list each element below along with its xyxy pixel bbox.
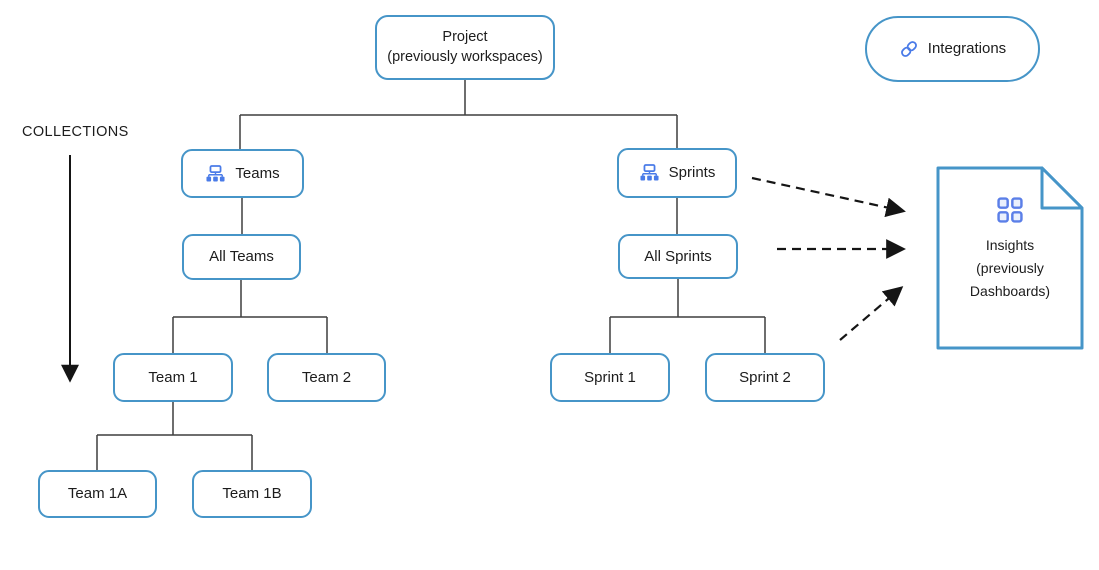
node-teams: Teams — [181, 149, 304, 198]
dashed-arrow-sprint2-insights — [839, 286, 904, 341]
node-teams-label: Teams — [235, 164, 280, 182]
connector-project-children — [239, 80, 678, 149]
node-team-2: Team 2 — [267, 353, 386, 402]
node-integrations-label: Integrations — [927, 40, 1007, 57]
node-team-1-label: Team 1 — [148, 368, 198, 386]
node-team-1: Team 1 — [113, 353, 233, 402]
dashed-arrow-sprints-insights — [751, 176, 906, 218]
node-insights-label: Insights — [985, 237, 1035, 253]
org-chart-icon — [639, 164, 660, 182]
node-team-1a-label: Team 1A — [67, 485, 128, 502]
node-sprint-2-label: Sprint 2 — [739, 368, 791, 386]
link-icon — [899, 39, 919, 59]
node-all-teams-label: All Teams — [209, 248, 274, 265]
node-insights-sublabel-1: (previously — [976, 260, 1044, 277]
node-all-sprints-label: All Sprints — [644, 247, 712, 265]
node-project: Project (previously workspaces) — [375, 15, 555, 80]
node-integrations: Integrations — [865, 16, 1040, 82]
node-sprint-1: Sprint 1 — [550, 353, 670, 402]
node-all-sprints: All Sprints — [618, 234, 738, 279]
connector-allteams-children — [172, 280, 328, 353]
org-chart-icon — [205, 164, 226, 183]
node-sprint-2: Sprint 2 — [705, 353, 825, 402]
node-team-2-label: Team 2 — [301, 368, 352, 386]
node-project-label: Project — [442, 28, 488, 45]
grid-icon — [996, 196, 1024, 224]
node-project-sublabel: (previously workspaces) — [387, 49, 543, 65]
node-sprint-1-label: Sprint 1 — [584, 368, 636, 386]
node-sprints-label: Sprints — [668, 164, 716, 181]
connector-team1-children — [96, 402, 253, 470]
node-insights: Insights (previously Dashboards) — [938, 168, 1082, 348]
node-insights-text: Insights (previously Dashboards) — [970, 234, 1050, 303]
node-team-1b: Team 1B — [192, 470, 312, 518]
collections-label: COLLECTIONS — [22, 124, 129, 140]
insights-document-fold — [1040, 166, 1084, 210]
insights-document-shape — [936, 166, 1084, 350]
node-sprints: Sprints — [617, 148, 737, 198]
node-team-1a: Team 1A — [38, 470, 157, 518]
node-team-1b-label: Team 1B — [222, 485, 282, 502]
node-insights-sublabel-2: Dashboards) — [969, 283, 1051, 300]
node-all-teams: All Teams — [182, 234, 301, 280]
connector-allsprints-children — [609, 279, 766, 353]
